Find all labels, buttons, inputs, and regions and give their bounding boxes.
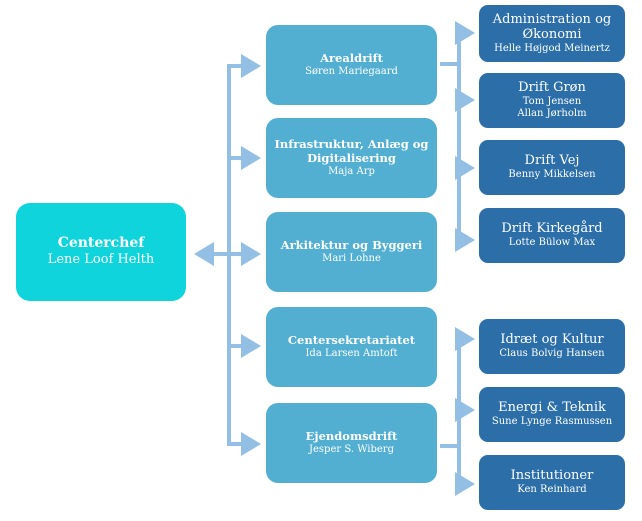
node-person: Helle Højgod Meinertz [494,42,610,54]
node-title: Drift Kirkegård [501,221,603,237]
node-title: Idræt og Kultur [500,332,604,348]
node-title: Administration og Økonomi [492,11,612,43]
node-drift-gron: Drift Grøn Tom Jensen Allan Jørholm [479,73,625,128]
node-centersekretariatet: Centersekretariatet Ida Larsen Amtoft [266,307,437,387]
node-idraet-og-kultur: Idræt og Kultur Claus Bolvig Hansen [479,319,625,374]
node-title: Drift Grøn [518,80,586,96]
node-drift-vej: Drift Vej Benny Mikkelsen [479,140,625,195]
node-person: Allan Jørholm [517,108,587,120]
node-person: Jesper S. Wiberg [309,443,394,455]
node-person: Sune Lynge Rasmussen [491,416,613,428]
node-person: Ida Larsen Amtoft [305,347,398,359]
node-arealdrift: Arealdrift Søren Mariegaard [266,25,437,105]
node-ejendomsdrift: Ejendomsdrift Jesper S. Wiberg [266,403,437,483]
node-person: Lotte Bülow Max [508,237,596,249]
node-person: Maja Arp [328,165,375,177]
node-administration-og-okonomi: Administration og Økonomi Helle Højgod M… [479,5,625,62]
node-arkitektur: Arkitektur og Byggeri Mari Lohne [266,212,437,292]
node-title: Institutioner [510,468,594,484]
node-person: Søren Mariegaard [305,65,398,77]
node-institutioner: Institutioner Ken Reinhard [479,455,625,510]
node-title: Arkitektur og Byggeri [280,237,423,252]
node-drift-kirkegard: Drift Kirkegård Lotte Bülow Max [479,208,625,263]
node-title: Arealdrift [320,50,383,65]
node-centerchef: Centerchef Lene Loof Helth [16,203,186,301]
node-person: Tom Jensen [522,95,582,107]
node-title: Ejendomsdrift [305,428,398,443]
node-infrastruktur: Infrastruktur, Anlæg og Digitalisering M… [266,118,437,198]
node-title: Centerchef [57,235,145,252]
node-title: Energi & Teknik [498,400,606,416]
node-person: Mari Lohne [322,252,381,264]
node-title: Centersekretariatet [287,332,416,347]
node-energi-og-teknik: Energi & Teknik Sune Lynge Rasmussen [479,387,625,442]
node-title: Infrastruktur, Anlæg og Digitalisering [274,136,429,165]
node-person: Claus Bolvig Hansen [499,348,605,360]
node-person: Benny Mikkelsen [508,169,596,181]
node-person: Ken Reinhard [517,484,587,496]
node-person: Lene Loof Helth [47,252,155,268]
node-title: Drift Vej [524,153,580,169]
